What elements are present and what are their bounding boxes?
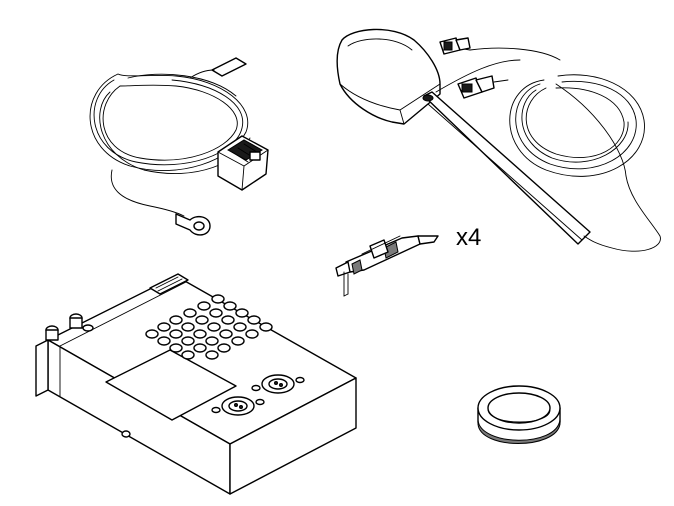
- harness-tape-flag: [189, 57, 247, 79]
- rear-ports: [45, 313, 94, 341]
- keypad: [145, 294, 273, 360]
- round-connector-left: [211, 396, 265, 416]
- ground-lead: [110, 169, 185, 217]
- antenna-strip: [422, 91, 591, 245]
- round-connector-right: [251, 374, 305, 394]
- antenna-assembly: [336, 28, 661, 252]
- unit-side-face: [229, 377, 357, 495]
- wiring-harness: [89, 57, 269, 236]
- clip-quantity-label: x4: [456, 224, 482, 251]
- mounting-clip: [335, 235, 439, 297]
- antenna-plug-upper: [439, 37, 471, 55]
- harness-connector: [217, 135, 269, 191]
- front-hole: [121, 430, 131, 438]
- antenna-housing: [336, 28, 441, 125]
- screen-panel: [105, 349, 237, 421]
- tape-roll: [477, 385, 561, 444]
- antenna-plug-lower: [457, 75, 509, 99]
- label-plate: [149, 273, 189, 295]
- ring-terminal: [175, 213, 211, 236]
- antenna-cable: [435, 47, 661, 252]
- main-unit: [35, 273, 357, 495]
